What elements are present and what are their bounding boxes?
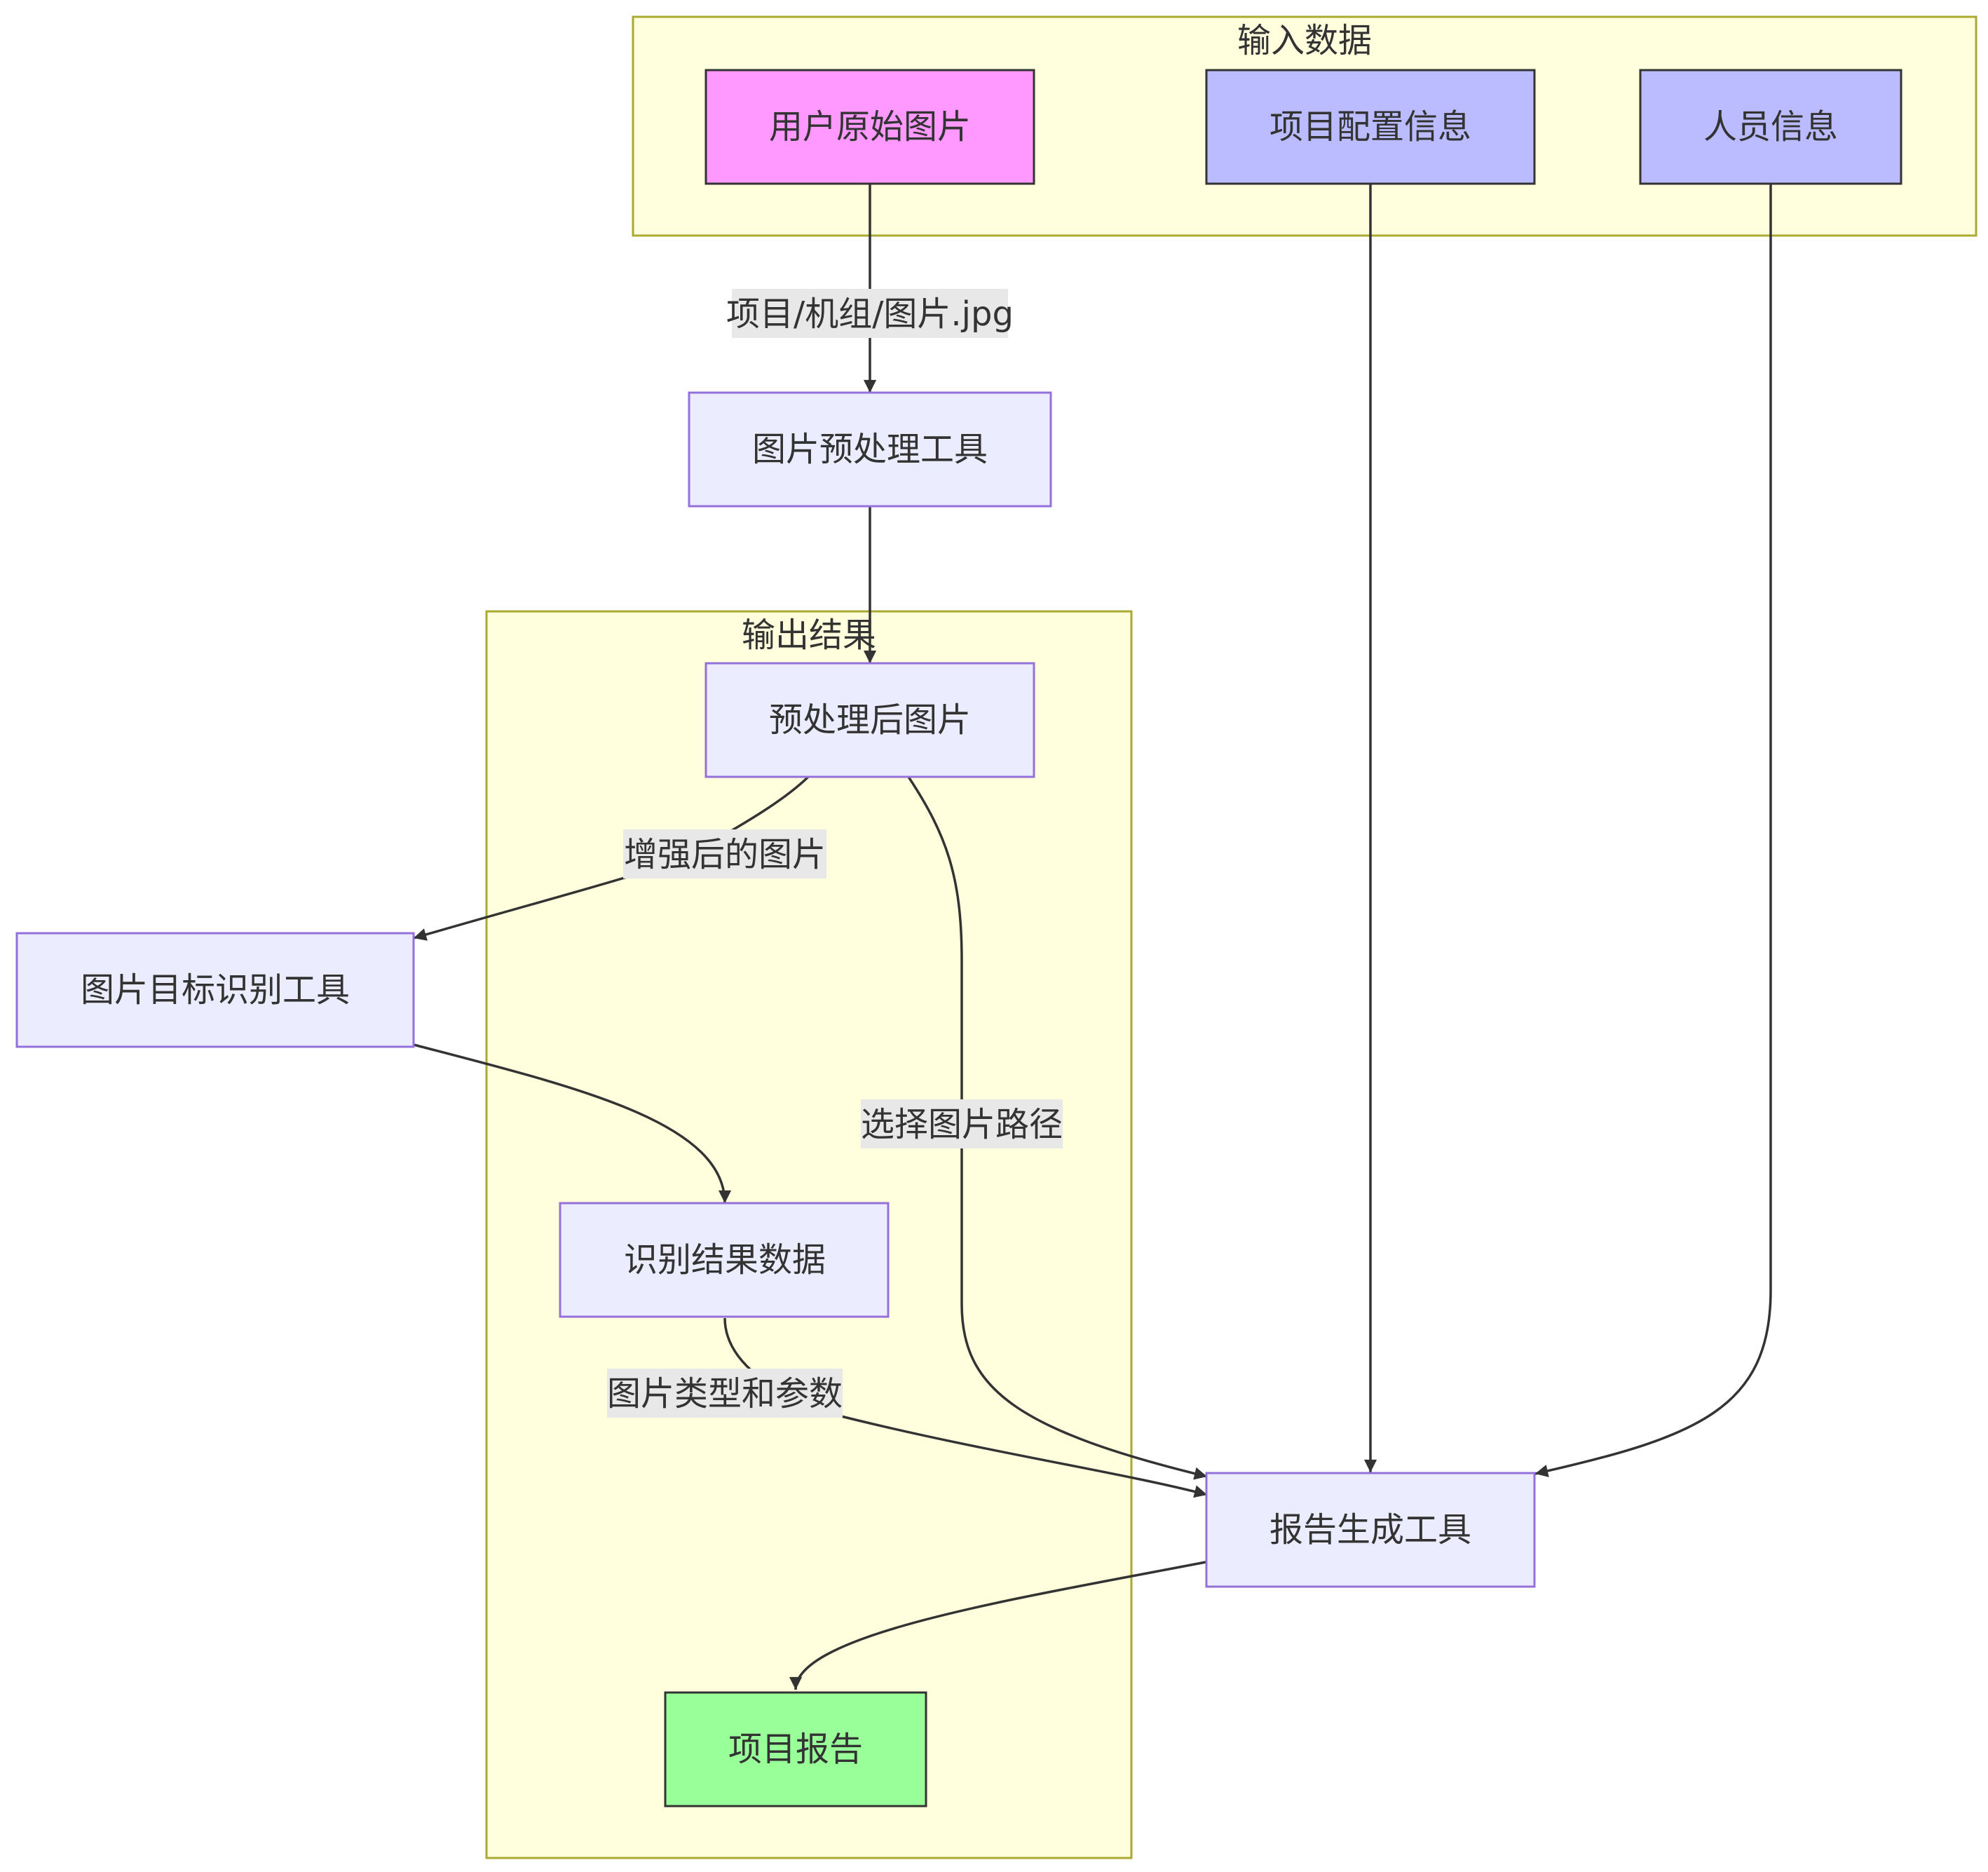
node-preprocessed-image: 预处理后图片: [704, 662, 1035, 778]
edge-label-type-params: 图片类型和参数: [607, 1369, 843, 1418]
edge-preprocessed-image-to-report-tool: [907, 776, 1208, 1480]
node-preprocessed-image-label: 预处理后图片: [769, 700, 971, 740]
node-image-preprocess-tool-label: 图片预处理工具: [752, 430, 988, 469]
node-project-config-info: 项目配置信息: [1205, 69, 1536, 185]
node-personnel-info-label: 人员信息: [1703, 107, 1838, 147]
edge-label-type-params-text: 图片类型和参数: [607, 1374, 843, 1413]
edge-label-image-path: 项目/机组/图片.jpg: [726, 289, 1014, 338]
node-project-report: 项目报告: [664, 1691, 927, 1807]
node-project-config-info-label: 项目配置信息: [1269, 107, 1471, 147]
edge-label-select-path: 选择图片路径: [861, 1099, 1063, 1148]
edges: [413, 184, 1772, 1690]
edge-personnel-to-report-tool: [1534, 184, 1772, 1477]
node-user-original-image-label: 用户原始图片: [769, 107, 971, 147]
cluster-output-title: 输出结果: [742, 616, 876, 655]
node-user-original-image: 用户原始图片: [704, 69, 1035, 185]
edge-report-tool-to-project-report: [789, 1561, 1206, 1690]
edge-recognition-tool-to-recognition-data: [413, 1043, 732, 1204]
node-image-recognition-tool: 图片目标识别工具: [15, 932, 415, 1048]
cluster-input-title: 输入数据: [1237, 21, 1372, 60]
edge-label-image-path-text: 项目/机组/图片.jpg: [726, 294, 1014, 334]
node-image-recognition-tool-label: 图片目标识别工具: [81, 970, 350, 1010]
node-image-preprocess-tool: 图片预处理工具: [688, 391, 1052, 508]
node-report-generation-tool: 报告生成工具: [1205, 1472, 1536, 1588]
node-project-report-label: 项目报告: [728, 1730, 863, 1769]
edge-label-select-path-text: 选择图片路径: [861, 1105, 1063, 1144]
edge-label-enhanced: 增强后的图片: [623, 829, 826, 879]
node-recognition-result-data: 识别结果数据: [559, 1202, 890, 1318]
node-personnel-info: 人员信息: [1639, 69, 1902, 185]
node-report-generation-tool-label: 报告生成工具: [1269, 1510, 1471, 1549]
node-recognition-result-data-label: 识别结果数据: [624, 1240, 826, 1280]
edge-label-enhanced-text: 增强后的图片: [624, 835, 826, 874]
edge-recognition-data-to-report-tool: [723, 1317, 1208, 1498]
